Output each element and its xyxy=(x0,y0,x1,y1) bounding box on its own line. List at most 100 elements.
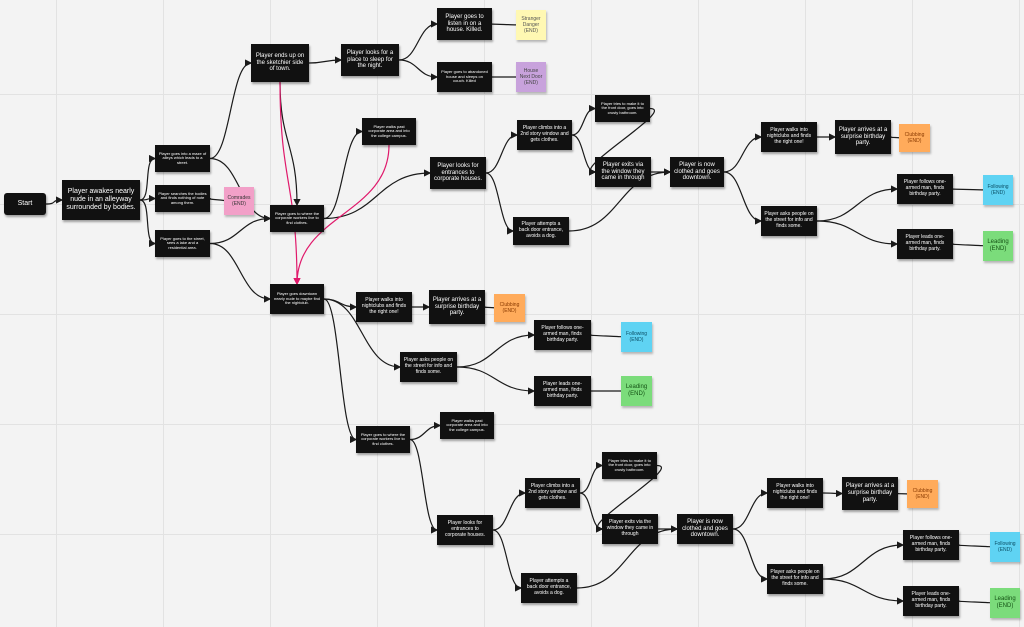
ending-clubbing-1[interactable]: Clubbing (END) xyxy=(899,124,930,152)
node-walks-past-2[interactable]: Player walks past corporate area and int… xyxy=(440,412,494,439)
node-downtown[interactable]: Player goes downtown nearly nude to mayb… xyxy=(270,284,324,314)
ending-clubbing-3[interactable]: Clubbing (END) xyxy=(907,480,938,508)
node-street-lake-label: Player goes to the street, sees a lake a… xyxy=(160,235,205,250)
ending-stranger-danger-label: Stranger Danger (END) xyxy=(521,16,541,34)
connector-46 xyxy=(485,20,519,28)
node-clothed-1-label: Player is now clothed and goes downtown. xyxy=(674,161,720,182)
node-leads-3[interactable]: Player leads one-armed man, finds birthd… xyxy=(903,586,959,616)
connector-12 xyxy=(323,169,432,220)
ending-following-3-label: Following (END) xyxy=(994,541,1016,553)
connector-18 xyxy=(568,168,672,232)
node-follows-3[interactable]: Player follows one-armed man, finds birt… xyxy=(903,530,959,560)
node-climbs-2-label: Player climbs into a 2nd story window an… xyxy=(528,483,577,501)
node-tries-front-2-label: Player tries to make it to the front doo… xyxy=(608,457,651,472)
connector-34 xyxy=(492,529,523,592)
connector-38 xyxy=(576,525,679,589)
ending-leading-2[interactable]: Leading (END) xyxy=(621,376,652,406)
connector-4 xyxy=(209,59,253,160)
ending-house-next-door[interactable]: House Next Door (END) xyxy=(516,62,546,92)
connector-58 xyxy=(279,81,301,286)
connector-31 xyxy=(409,421,442,441)
connector-32 xyxy=(409,438,439,534)
node-entrances-1[interactable]: Player looks for entrances to corporate … xyxy=(430,157,486,189)
node-sketchier[interactable]: Player ends up on the sketchier side of … xyxy=(251,44,309,82)
node-exits-1[interactable]: Player exits via the window they came in… xyxy=(595,157,651,187)
ending-comrades[interactable]: Comrades (END) xyxy=(224,187,254,215)
node-awake[interactable]: Player awakes nearly nude in an alleyway… xyxy=(62,180,140,220)
node-leads-2[interactable]: Player leads one-armed man, finds birthd… xyxy=(534,376,591,406)
node-asks-1[interactable]: Player asks people on the street for inf… xyxy=(761,206,817,236)
node-back-door-2[interactable]: Player attempts a back door entrance, av… xyxy=(521,573,577,603)
node-follows-1[interactable]: Player follows one-armed man, finds birt… xyxy=(897,174,953,204)
node-nightclubs-1-label: Player walks into nightclubs and finds t… xyxy=(766,127,812,145)
connector-14 xyxy=(485,172,515,235)
connector-50 xyxy=(946,240,987,248)
connector-17 xyxy=(588,107,655,176)
connector-9 xyxy=(398,20,439,61)
node-exits-1-label: Player exits via the window they came in… xyxy=(601,161,645,182)
node-workers-1[interactable]: Player goes to where the corporate worke… xyxy=(270,205,324,232)
ending-following-1[interactable]: Following (END) xyxy=(983,175,1013,205)
connector-35 xyxy=(579,461,604,494)
node-start[interactable]: Start xyxy=(4,193,46,215)
connector-33 xyxy=(492,489,527,531)
node-street-lake[interactable]: Player goes to the street, sees a lake a… xyxy=(155,230,210,257)
connector-20 xyxy=(723,133,763,173)
ending-stranger-danger[interactable]: Stranger Danger (END) xyxy=(516,10,546,40)
node-asks-3-label: Player asks people on the street for inf… xyxy=(770,569,820,587)
node-follows-2[interactable]: Player follows one-armed man, finds birt… xyxy=(534,320,591,350)
node-abandoned-house[interactable]: Player goes to abandoned house and sleep… xyxy=(437,62,492,92)
connector-2 xyxy=(139,194,157,203)
ending-clubbing-2[interactable]: Clubbing (END) xyxy=(494,294,525,322)
node-party-2-label: Player arrives at a surprise birthday pa… xyxy=(432,296,482,317)
node-follows-1-label: Player follows one-armed man, finds birt… xyxy=(903,179,947,197)
connector-40 xyxy=(732,489,769,530)
node-nightclubs-2[interactable]: Player walks into nightclubs and finds t… xyxy=(356,292,412,322)
node-listen-house-label: Player goes to listen in on a house. Kil… xyxy=(445,13,484,34)
node-asks-2-label: Player asks people on the street for inf… xyxy=(403,357,454,375)
node-asks-2[interactable]: Player asks people on the street for inf… xyxy=(400,352,457,382)
node-clothed-1[interactable]: Player is now clothed and goes downtown. xyxy=(670,157,724,187)
node-climbs-2[interactable]: Player climbs into a 2nd story window an… xyxy=(525,478,580,508)
node-walks-past-1[interactable]: Player walks past corporate area and int… xyxy=(362,118,416,145)
node-party-3-label: Player arrives at a surprise birthday pa… xyxy=(845,483,895,503)
node-leads-1[interactable]: Player leads one-armed man, finds birthd… xyxy=(897,229,953,259)
ending-clubbing-3-label: Clubbing (END) xyxy=(912,488,933,500)
node-entrances-2[interactable]: Player looks for entrances to corporate … xyxy=(437,515,493,545)
node-tries-front-1[interactable]: Player tries to make it to the front doo… xyxy=(595,95,650,122)
ending-following-2[interactable]: Following (END) xyxy=(621,322,652,352)
node-asks-3[interactable]: Player asks people on the street for inf… xyxy=(767,564,823,594)
connector-29 xyxy=(456,331,536,368)
connector-55 xyxy=(952,541,994,549)
connector-13 xyxy=(485,131,519,174)
node-nightclubs-2-label: Player walks into nightclubs and finds t… xyxy=(361,297,407,315)
ending-leading-1[interactable]: Leading (END) xyxy=(983,231,1013,261)
node-search-bodies[interactable]: Player searches the bodies and finds not… xyxy=(155,185,210,212)
node-asks-1-label: Player asks people on the street for inf… xyxy=(764,211,814,229)
node-nightclubs-1[interactable]: Player walks into nightclubs and finds t… xyxy=(761,122,817,152)
node-walks-past-1-label: Player walks past corporate area and int… xyxy=(368,123,410,138)
ending-following-3[interactable]: Following (END) xyxy=(990,532,1020,562)
connector-26 xyxy=(323,298,402,371)
node-downtown-label: Player goes downtown nearly nude to mayb… xyxy=(273,291,321,306)
node-leads-3-label: Player leads one-armed man, finds birthd… xyxy=(911,591,951,609)
node-climbs-1[interactable]: Player climbs into a 2nd story window an… xyxy=(517,120,572,150)
connector-3 xyxy=(139,199,157,248)
node-party-3[interactable]: Player arrives at a surprise birthday pa… xyxy=(842,477,898,510)
node-party-1-label: Player arrives at a surprise birthday pa… xyxy=(838,126,888,147)
node-exits-2[interactable]: Player exits via the window they came in… xyxy=(602,514,658,544)
ending-leading-3[interactable]: Leading (END) xyxy=(990,588,1020,618)
node-walks-past-2-label: Player walks past corporate area and int… xyxy=(446,417,488,432)
node-tries-front-2[interactable]: Player tries to make it to the front doo… xyxy=(602,452,657,479)
node-sleep-place[interactable]: Player looks for a place to sleep for th… xyxy=(341,44,399,76)
node-clothed-2[interactable]: Player is now clothed and goes downtown. xyxy=(677,514,733,544)
connector-49 xyxy=(946,185,987,193)
node-maze[interactable]: Player goes into a maze of alleys which … xyxy=(155,145,210,172)
node-tries-front-1-label: Player tries to make it to the front doo… xyxy=(601,100,644,115)
node-party-1[interactable]: Player arrives at a surprise birthday pa… xyxy=(835,120,891,154)
node-nightclubs-3[interactable]: Player walks into nightclubs and finds t… xyxy=(767,478,823,508)
node-workers-2[interactable]: Player goes to where the corporate worke… xyxy=(356,426,410,453)
node-back-door-1[interactable]: Player attempts a back door entrance, av… xyxy=(513,217,569,245)
node-party-2[interactable]: Player arrives at a surprise birthday pa… xyxy=(429,290,485,324)
node-listen-house[interactable]: Player goes to listen in on a house. Kil… xyxy=(437,8,492,40)
